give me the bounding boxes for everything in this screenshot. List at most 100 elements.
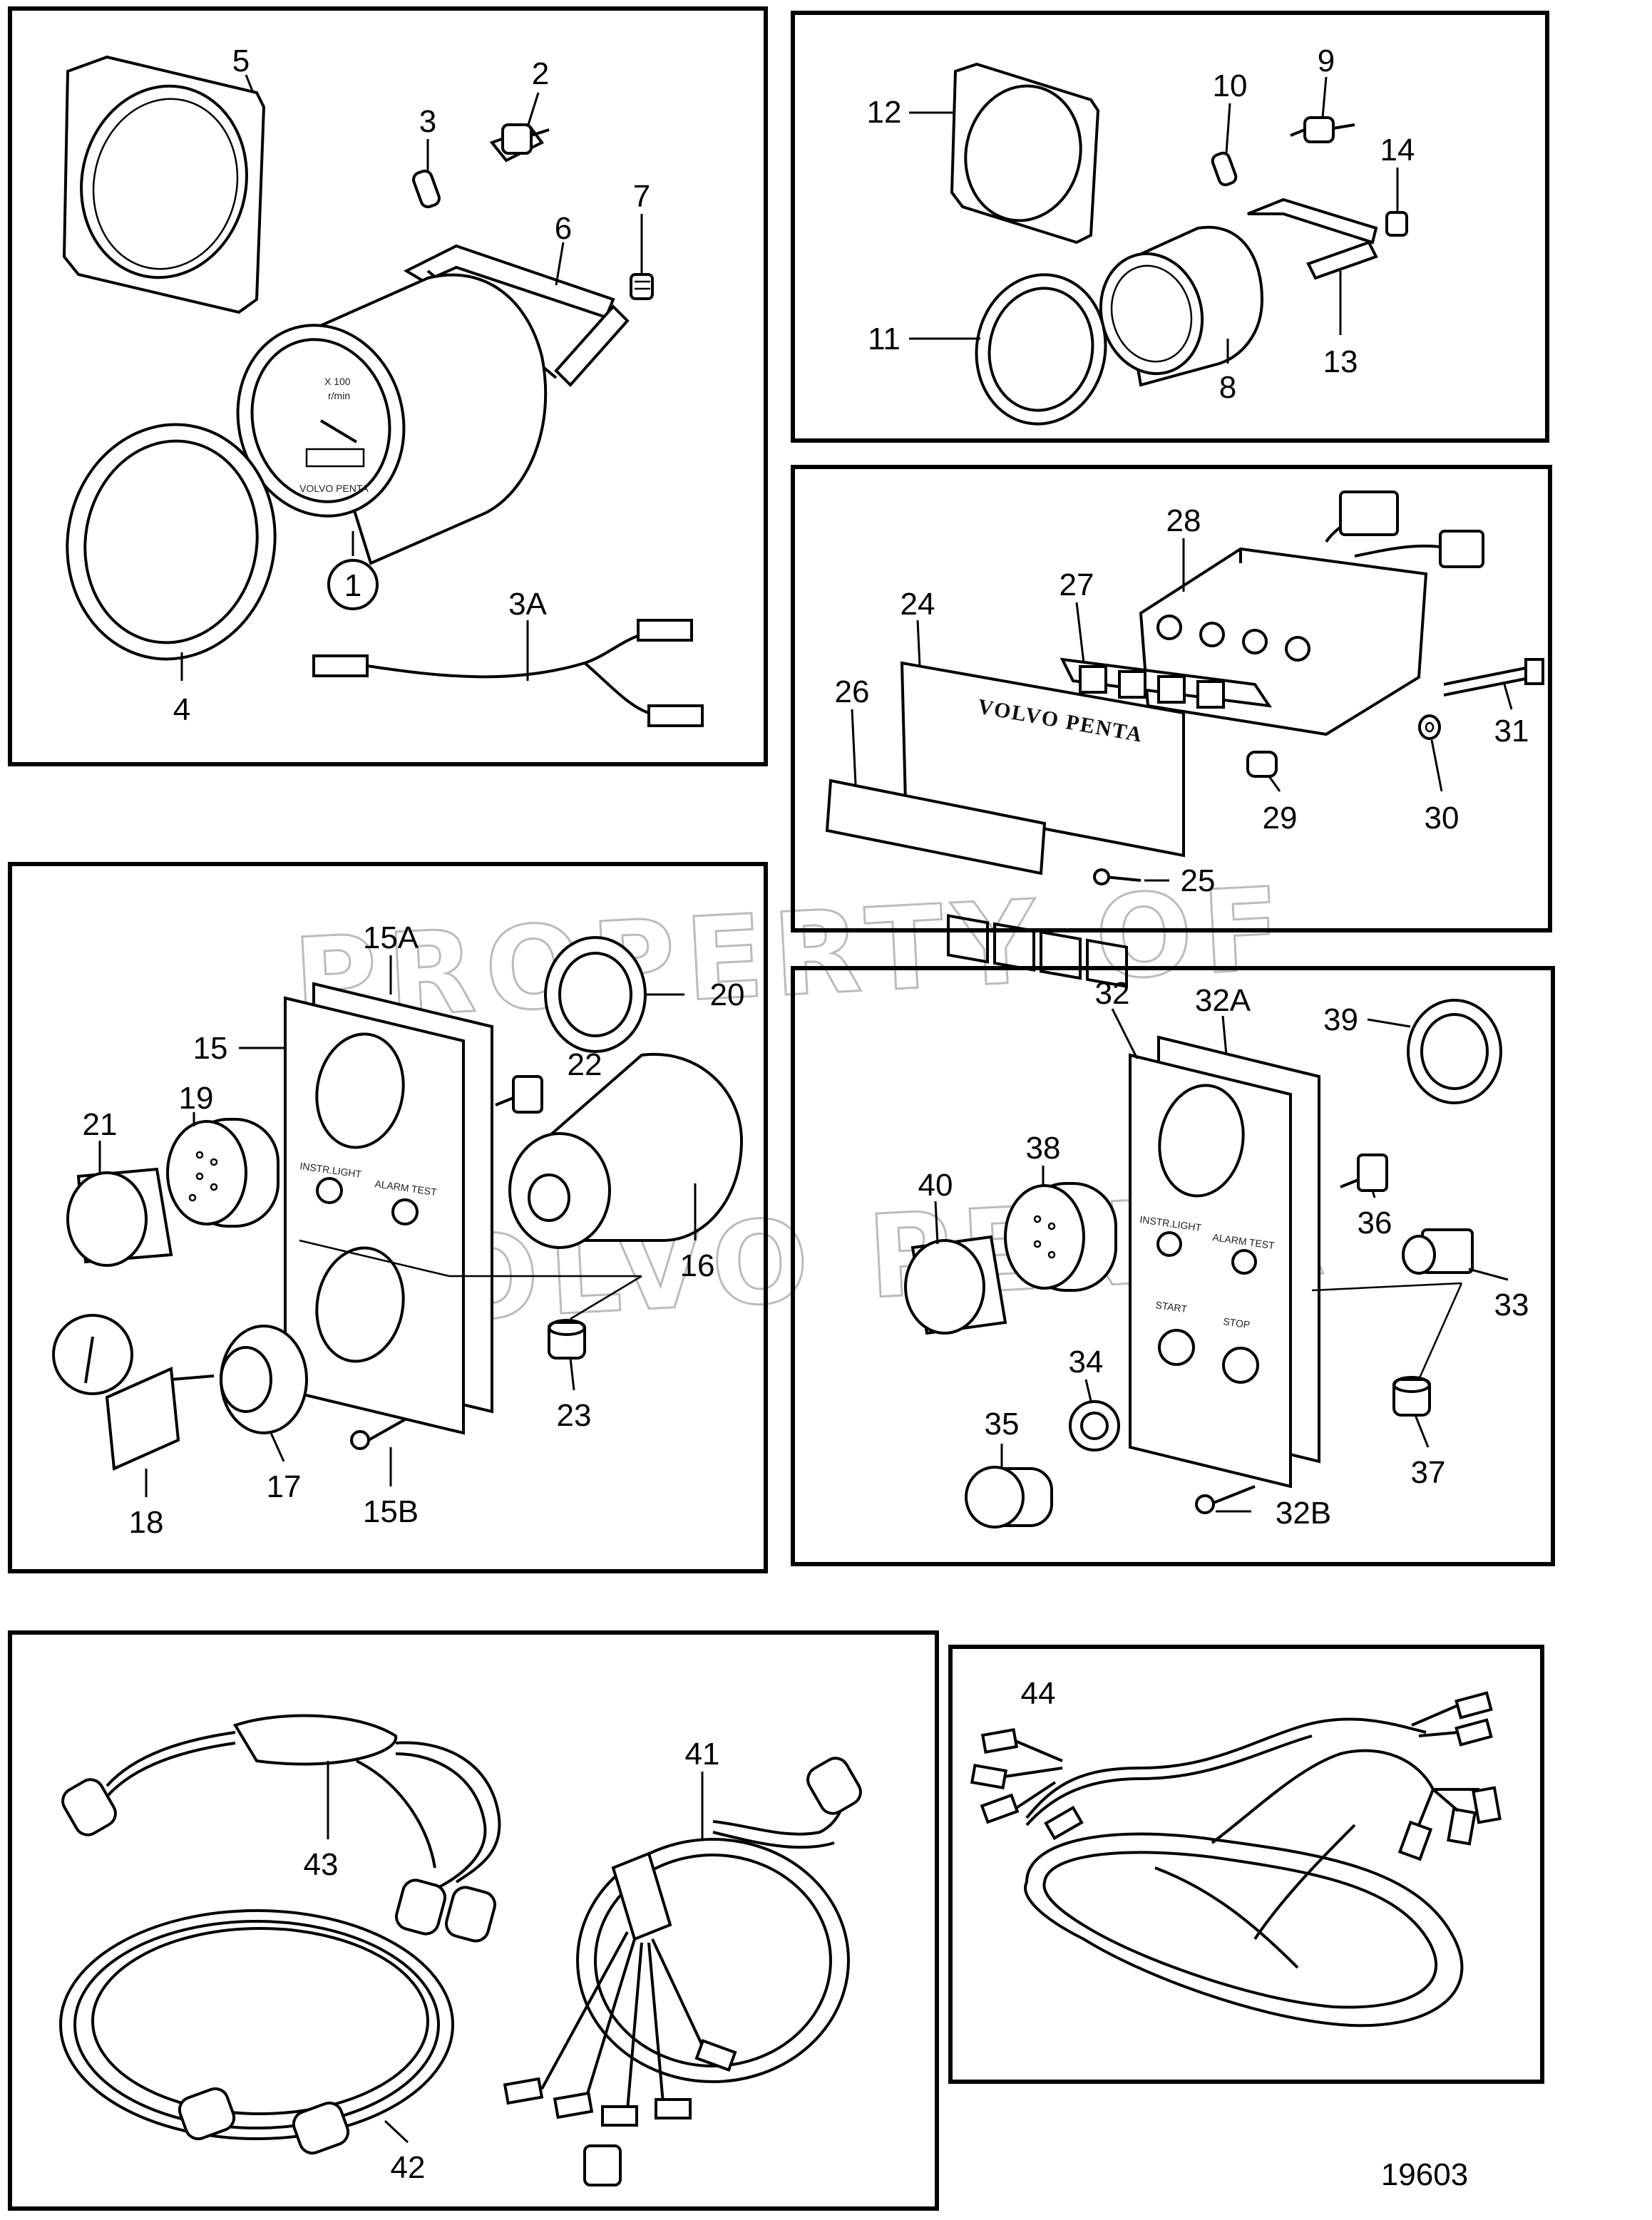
part-bulb-small	[412, 169, 441, 209]
part-ring-nut	[544, 936, 647, 1053]
part-buzzer-cap	[66, 1167, 173, 1267]
part-key-screw	[350, 1417, 407, 1450]
callout-1: 1	[344, 568, 361, 603]
callout-11: 11	[868, 322, 901, 356]
leader-36	[1371, 1190, 1376, 1198]
callout-27: 27	[1060, 567, 1094, 602]
part-gauge-bulb	[1211, 151, 1238, 187]
part-long-screw	[1443, 658, 1544, 697]
ss-assembly-line-2	[1417, 1283, 1463, 1380]
callout-43: 43	[304, 1847, 339, 1882]
part-harness-44	[970, 1691, 1502, 2028]
leader-39	[1367, 1018, 1411, 1028]
panel-cables: 43 41 42	[8, 1630, 939, 2211]
panel-tachometer: X 100 r/min VOLVO PENTA 5 3 2 6 7	[8, 6, 768, 766]
part-key-switch	[170, 1325, 308, 1434]
callout-6: 6	[555, 211, 572, 246]
part-short-screw	[1093, 868, 1141, 885]
dial-unit: r/min	[328, 390, 350, 401]
part-gauge-bulb-holder	[1290, 116, 1355, 143]
callout-2: 2	[532, 56, 549, 91]
callout-4: 4	[173, 692, 190, 727]
leader-34	[1084, 1379, 1092, 1402]
callout-33: 33	[1494, 1288, 1529, 1322]
panel-start-stop-frame	[791, 966, 1555, 1566]
part-key-front-plate: INSTR.LIGHT ALARM TEST	[284, 996, 465, 1435]
callout-3a: 3A	[508, 587, 547, 622]
ss-text-stop: STOP	[1223, 1315, 1251, 1330]
callout-37: 37	[1411, 1455, 1446, 1490]
callout-39: 39	[1323, 1002, 1358, 1037]
callout-28: 28	[1166, 503, 1201, 538]
leader-23	[569, 1357, 575, 1391]
part-nut	[630, 273, 654, 300]
part-ss-screw	[1195, 1485, 1256, 1514]
part-ss-washer	[1069, 1400, 1120, 1451]
leader-33	[1468, 1268, 1509, 1281]
part-tachometer: X 100 r/min VOLVO PENTA	[236, 273, 548, 565]
assembly-line-3	[570, 1275, 642, 1320]
leader-29	[1268, 776, 1281, 792]
panel-key-switch-frame	[8, 862, 768, 1573]
panel-harness-frame	[948, 1645, 1544, 2084]
callout-40: 40	[918, 1168, 953, 1203]
callout-25: 25	[1181, 863, 1216, 898]
leader-2	[526, 92, 540, 128]
callout-22: 22	[568, 1047, 602, 1082]
callout-1-circle	[327, 559, 379, 610]
callout-35: 35	[985, 1407, 1020, 1442]
panel-gauge: 12 10 9 14 11 8 13	[791, 11, 1549, 443]
leader-37	[1414, 1414, 1430, 1448]
callout-18: 18	[129, 1505, 164, 1540]
callout-9: 9	[1318, 43, 1335, 78]
part-extension-cable	[59, 1909, 454, 2155]
panel-alarm: VOLVO PENTA 28	[791, 465, 1552, 988]
leader-32a	[1221, 1015, 1228, 1056]
leader-10	[1225, 103, 1231, 154]
callout-36: 36	[1358, 1206, 1392, 1240]
part-gauge-bezel-square	[950, 62, 1100, 245]
panel-alarm-frame	[791, 465, 1552, 932]
dial-scale: X 100	[324, 376, 351, 387]
callout-5: 5	[232, 43, 250, 78]
callout-15: 15	[193, 1031, 228, 1066]
leader-9	[1321, 76, 1328, 118]
callout-8: 8	[1219, 370, 1236, 405]
leader-27	[1075, 602, 1085, 664]
part-gauge-nut	[1385, 211, 1408, 237]
part-buzzer-housing	[508, 1052, 744, 1249]
part-ss-ring-nut	[1407, 999, 1502, 1104]
callout-44: 44	[1021, 1676, 1056, 1711]
callout-32b: 32B	[1276, 1496, 1331, 1531]
part-alarm-bulb	[1246, 751, 1278, 778]
ss-text-start: START	[1155, 1299, 1189, 1315]
figure-number: 19603	[1381, 2157, 1468, 2192]
part-gauge-bezel-ring	[975, 273, 1107, 426]
panel-tachometer-frame	[8, 6, 768, 766]
callout-15a: 15A	[363, 920, 419, 955]
callout-16: 16	[680, 1248, 715, 1283]
callout-31: 31	[1494, 714, 1529, 749]
callout-41: 41	[685, 1737, 720, 1772]
callout-32: 32	[1095, 976, 1130, 1011]
callout-10: 10	[1213, 68, 1248, 103]
panel-gauge-frame	[791, 11, 1549, 443]
part-washer	[1418, 714, 1441, 740]
callout-23: 23	[557, 1398, 592, 1433]
callout-34: 34	[1069, 1345, 1104, 1379]
leader-40	[934, 1201, 939, 1245]
part-label-strip	[825, 778, 1047, 875]
part-bulb-holder	[489, 123, 550, 163]
callout-3: 3	[419, 104, 436, 139]
callout-14: 14	[1380, 133, 1415, 168]
leader-32	[1111, 1008, 1139, 1059]
callout-32a: 32A	[1195, 983, 1251, 1018]
part-ss-toggle-switch	[1340, 1153, 1388, 1192]
part-ss-push-button	[1402, 1228, 1474, 1275]
part-switch-strip	[1060, 657, 1273, 709]
callout-26: 26	[835, 674, 870, 709]
part-ss-alarm-buzzer	[1004, 1182, 1117, 1292]
panel-cables-frame	[8, 1630, 939, 2211]
callout-30: 30	[1425, 801, 1459, 836]
